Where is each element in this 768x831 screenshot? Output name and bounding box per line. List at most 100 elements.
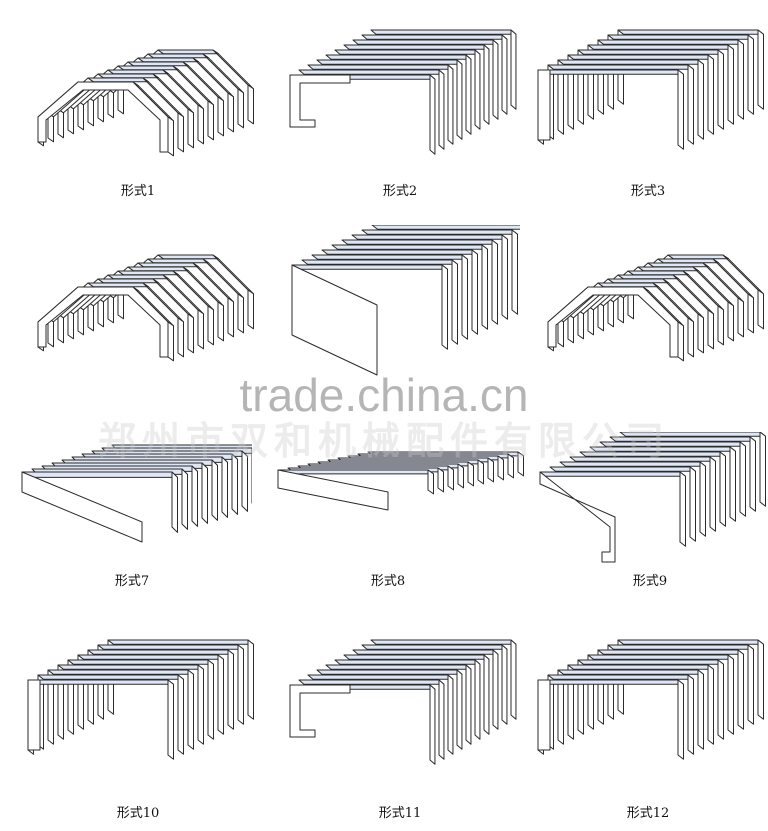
pleat-face xyxy=(689,466,696,542)
pleat-face xyxy=(177,674,184,755)
pleat-face xyxy=(577,659,724,665)
pleat-face xyxy=(237,88,244,129)
pleat-face xyxy=(607,644,754,650)
figure-5 xyxy=(280,225,520,425)
figure-3: 形式3 xyxy=(528,20,768,220)
bellows-drawing-11 xyxy=(289,639,517,765)
pleat-face xyxy=(510,29,517,110)
pleat-face xyxy=(307,674,454,680)
pleat-face xyxy=(747,293,754,334)
pleat-face xyxy=(27,679,174,685)
pleat-face xyxy=(607,297,614,328)
pleat-face xyxy=(567,664,714,670)
end-flange xyxy=(539,471,616,563)
pleat-face xyxy=(617,274,679,280)
figure-label-10: 形式10 xyxy=(116,806,160,821)
pleat-face xyxy=(467,461,474,487)
pleat-face xyxy=(437,467,444,493)
end-flange xyxy=(537,69,551,141)
pleat-face xyxy=(207,100,214,141)
pleat-face xyxy=(607,34,754,40)
pleat-face xyxy=(298,679,445,685)
pleat-face xyxy=(537,679,684,685)
pleat-face xyxy=(719,451,726,527)
pleat-face xyxy=(757,289,764,330)
pleat-face xyxy=(465,664,472,745)
pleat-face xyxy=(567,313,574,344)
pleat-face xyxy=(107,639,254,645)
pleat-face xyxy=(587,305,594,336)
bellows-drawing-5 xyxy=(291,225,520,376)
pleat-face xyxy=(137,262,199,268)
pleat-face xyxy=(441,264,448,350)
pleat-face xyxy=(447,465,454,491)
pleat-face xyxy=(127,266,189,272)
figure-label-12: 形式12 xyxy=(626,806,670,821)
pleat-face xyxy=(461,254,468,340)
pleat-face xyxy=(483,44,490,125)
pleat-face xyxy=(291,264,448,270)
pleat-face xyxy=(247,289,254,330)
pleat-face xyxy=(191,465,198,527)
pleat-face xyxy=(539,471,686,477)
pleat-face xyxy=(361,644,508,650)
pleat-face xyxy=(569,456,716,462)
pleat-face xyxy=(557,669,704,675)
end-flange xyxy=(537,679,551,751)
end-flange xyxy=(289,74,351,128)
pleat-face xyxy=(549,466,696,472)
pleat-face xyxy=(457,463,464,489)
pleat-face xyxy=(231,453,238,515)
pleat-face xyxy=(687,317,694,358)
figure-label-9: 形式9 xyxy=(632,574,668,589)
pleat-face xyxy=(474,659,481,740)
pleat-face xyxy=(87,649,234,655)
pleat-face xyxy=(370,29,517,35)
pleat-face xyxy=(597,649,744,655)
pleat-face xyxy=(537,69,684,75)
figure-8: 形式8 xyxy=(268,432,524,632)
pleat-face xyxy=(181,468,188,530)
pleat-face xyxy=(57,108,64,139)
pleat-face xyxy=(599,441,746,447)
pleat-face xyxy=(147,258,209,264)
pleat-face xyxy=(657,258,719,264)
pleat-face xyxy=(87,282,149,288)
pleat-face xyxy=(727,654,734,735)
bellows-drawing-9 xyxy=(539,432,766,563)
pleat-face xyxy=(579,451,726,457)
pleat-face xyxy=(483,654,490,735)
pleat-face xyxy=(577,309,584,340)
bellows-drawing-7 xyxy=(21,444,252,543)
end-flange xyxy=(291,264,378,376)
pleat-face xyxy=(97,92,104,123)
pleat-face xyxy=(697,669,704,750)
pleat-face xyxy=(316,669,463,675)
pleat-face xyxy=(217,301,224,342)
pleat-face xyxy=(298,69,445,75)
pleat-face xyxy=(301,259,458,265)
pleat-face xyxy=(589,446,736,452)
pleat-face xyxy=(497,455,504,481)
pleat-face xyxy=(547,674,694,680)
pleat-face xyxy=(211,459,218,521)
pleat-face xyxy=(187,108,194,149)
bellows-drawing-6 xyxy=(547,254,764,362)
pleat-face xyxy=(491,239,498,325)
pleat-face xyxy=(57,664,204,670)
pleat-face xyxy=(207,305,214,346)
pleat-face xyxy=(237,644,244,725)
pleat-face xyxy=(187,313,194,354)
pleat-face xyxy=(67,104,74,135)
pleat-face xyxy=(510,639,517,720)
pleat-face xyxy=(77,100,84,131)
pleat-face xyxy=(707,664,714,745)
figure-label-11: 形式11 xyxy=(378,806,422,821)
pleat-face xyxy=(447,64,454,145)
pleat-face xyxy=(427,469,434,495)
pleat-face xyxy=(361,34,508,40)
figure-label-3: 形式3 xyxy=(630,184,666,199)
figure-10: 形式10 xyxy=(18,630,258,830)
pleat-face xyxy=(107,69,169,75)
